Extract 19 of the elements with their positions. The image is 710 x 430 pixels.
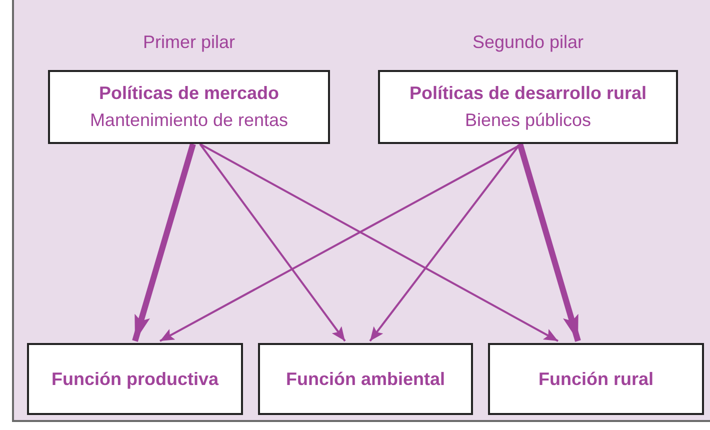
- box-title: Función rural: [538, 368, 654, 390]
- box-subtitle: Mantenimiento de rentas: [90, 109, 288, 132]
- pillar-label: Primer pilar: [142, 32, 236, 53]
- function-box: [27, 343, 243, 415]
- box-title: Función ambiental: [286, 368, 445, 390]
- box-title: Función productiva: [51, 368, 218, 391]
- arrow: [199, 143, 346, 342]
- policy-box: [48, 70, 330, 144]
- box-title: Políticas de desarrollo rural: [409, 82, 647, 105]
- box-subtitle: Bienes públicos: [464, 109, 592, 132]
- pillar-label: Segundo pilar: [471, 32, 585, 53]
- arrow: [200, 143, 558, 342]
- arrow: [517, 143, 581, 342]
- function-box: [488, 343, 704, 415]
- function-box: [258, 343, 473, 415]
- arrow: [132, 143, 196, 342]
- policy-box: [378, 70, 678, 144]
- box-title: Políticas de mercado: [98, 82, 280, 105]
- arrow: [369, 143, 521, 342]
